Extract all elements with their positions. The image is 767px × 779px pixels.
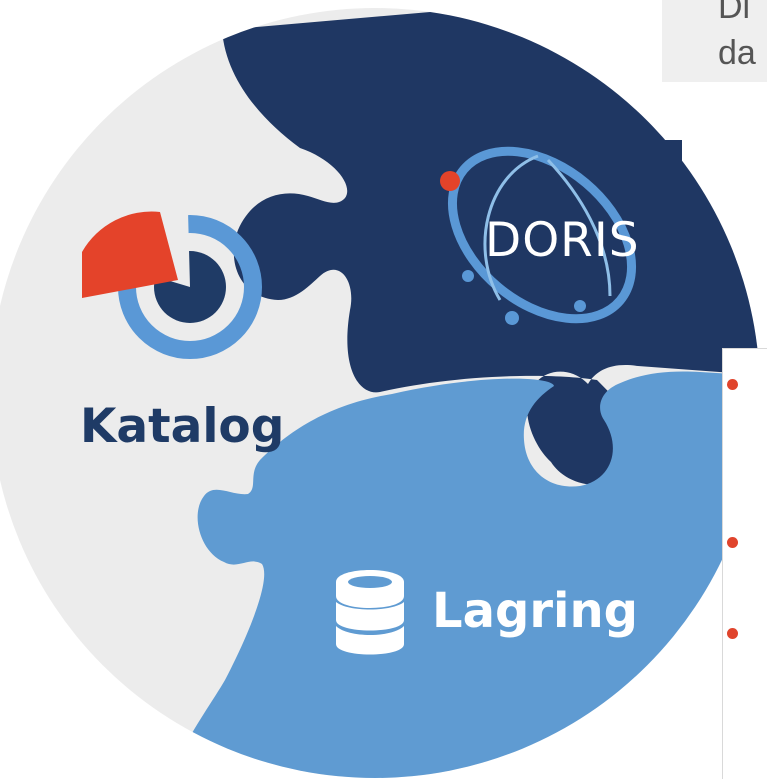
bullet-panel [722,348,767,779]
bullet-marker [727,537,738,548]
bullet-marker [727,628,738,639]
top-right-text-line-1: Di [718,0,751,26]
top-right-text-box: Di da [662,0,767,82]
doris-label: DORIS [485,213,640,268]
top-right-text-line-2: da [718,34,756,72]
lagring-label: Lagring [432,583,638,639]
katalog-label: Katalog [80,399,284,454]
database-stack-icon [336,570,404,655]
orbit-logo-icon [430,140,682,330]
target-pie-icon [82,210,262,359]
bullet-marker [727,379,738,390]
